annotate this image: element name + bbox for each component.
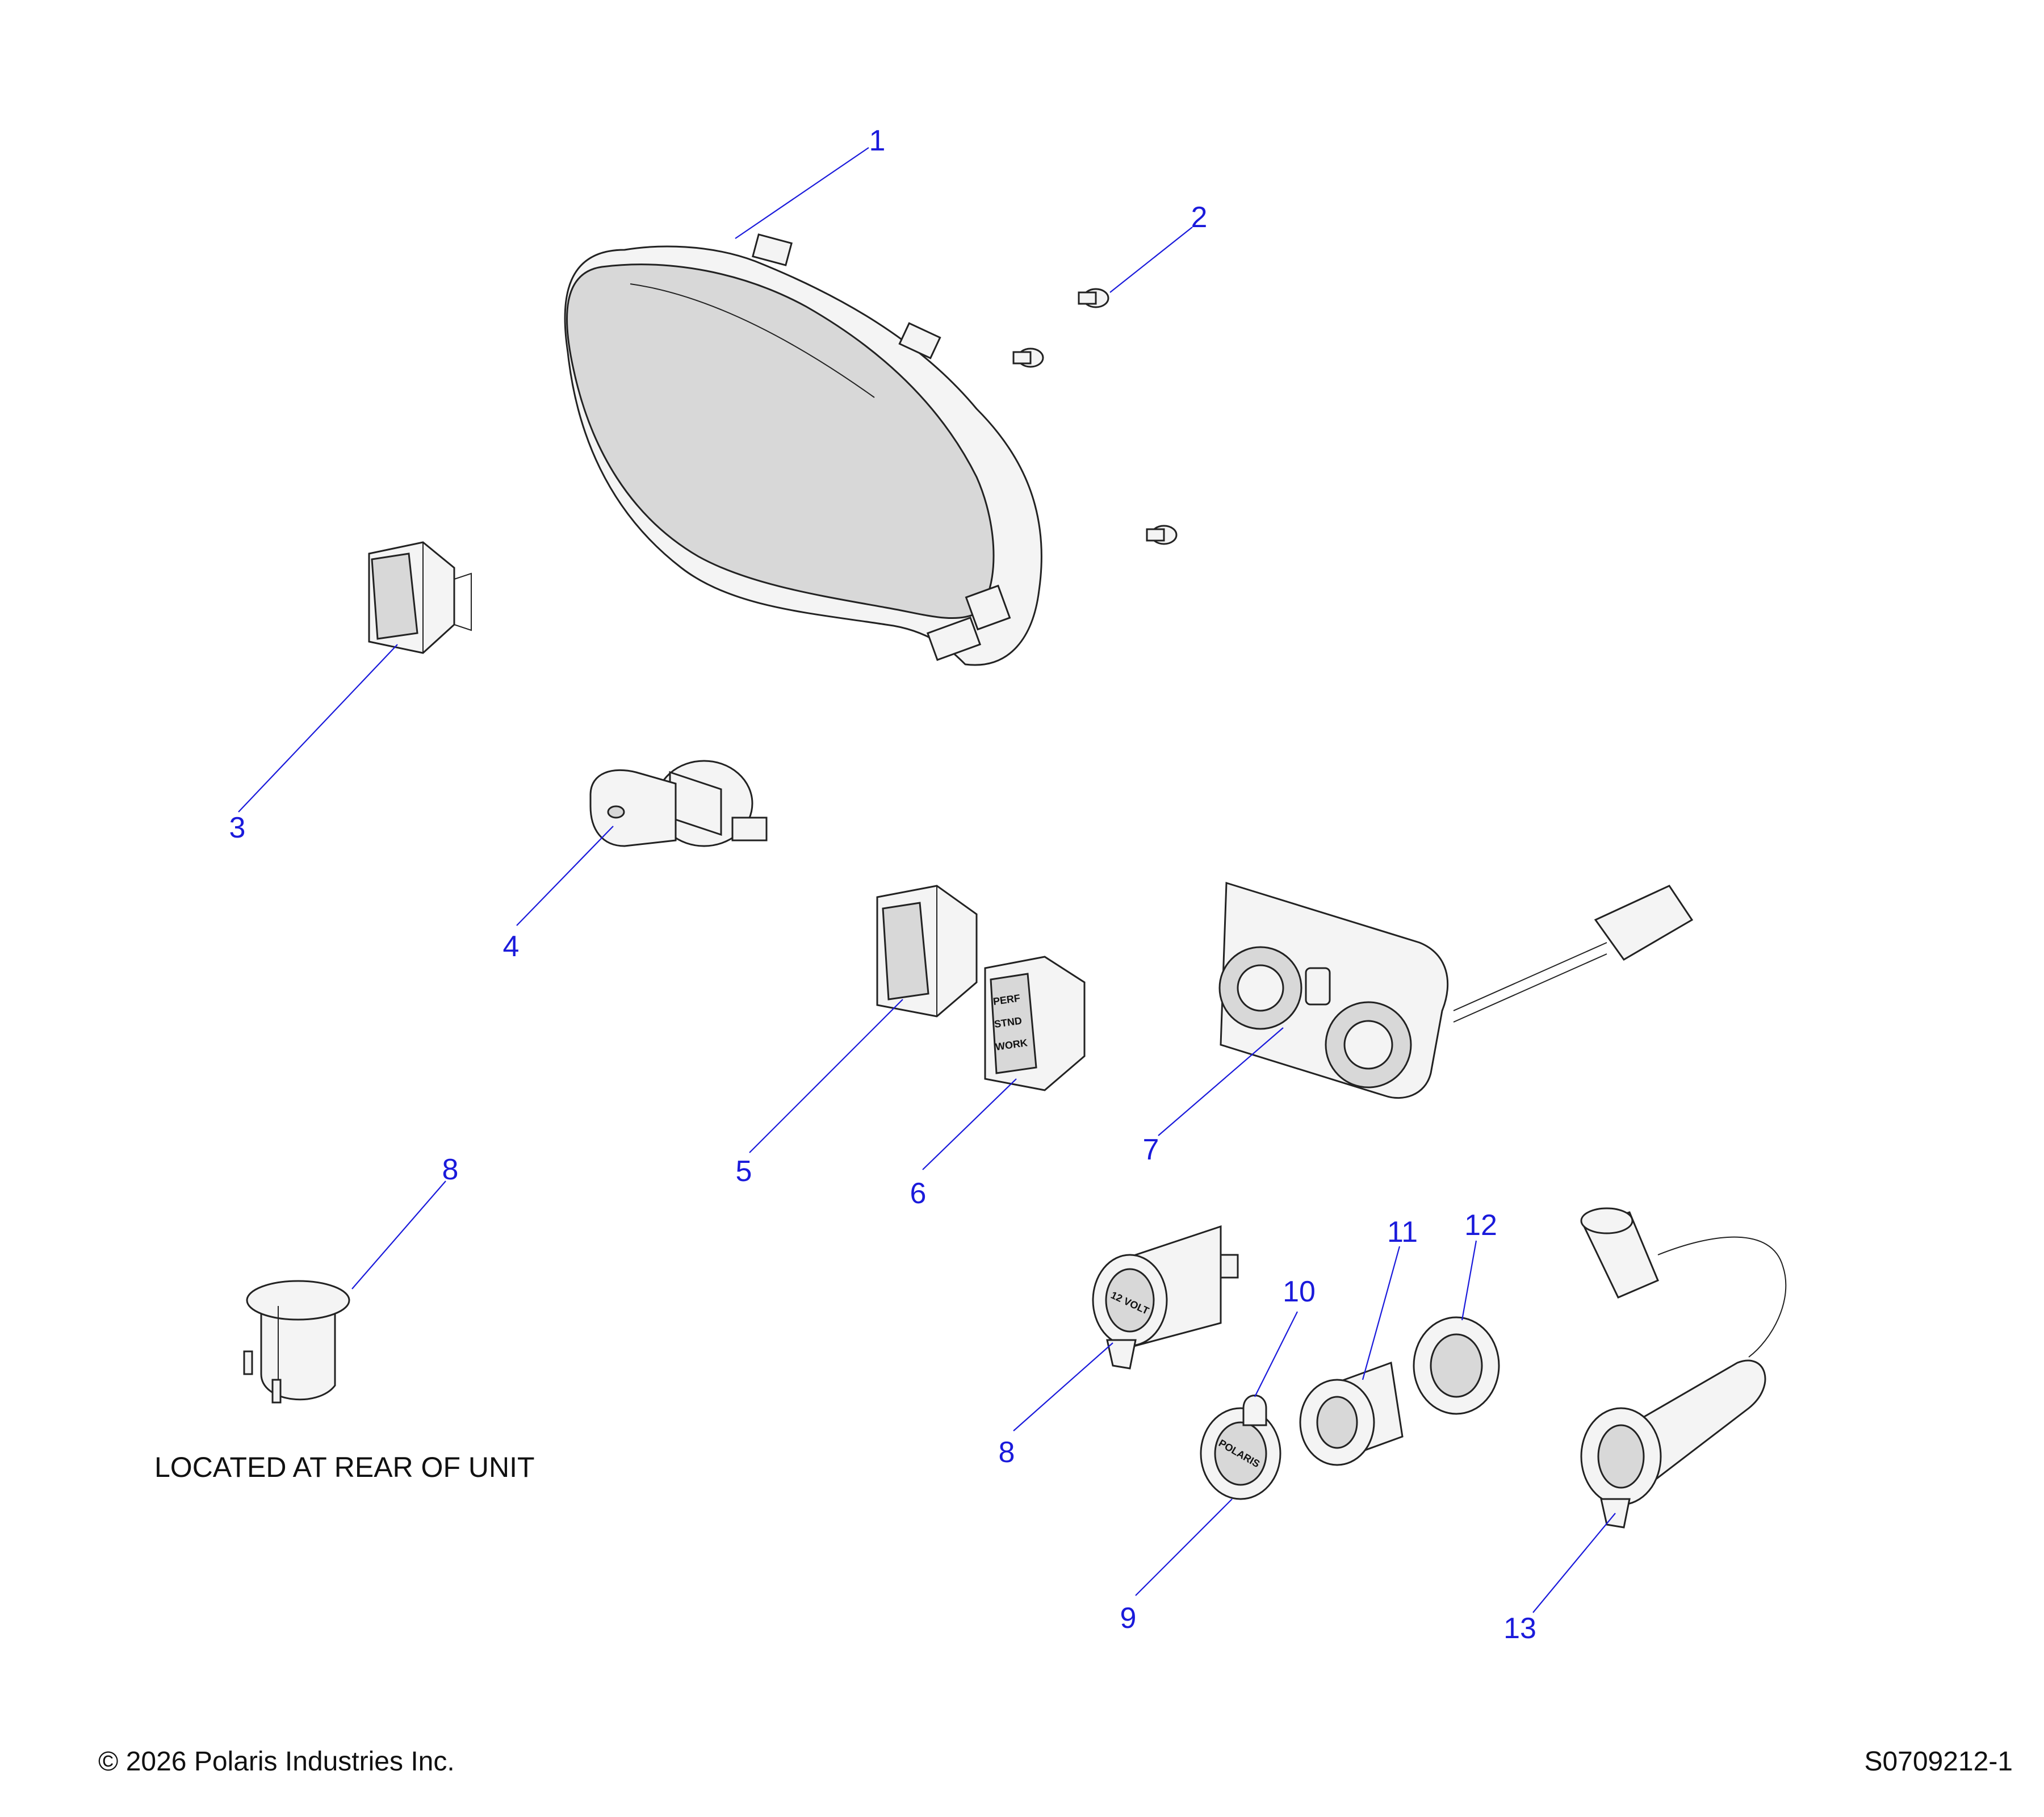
leader-12 [1461,1240,1477,1321]
instrument-cluster-part [564,233,1042,666]
callout-3: 3 [229,811,246,844]
leader-6 [922,1078,1017,1170]
outlet-socket-rear-8-part [243,1280,350,1404]
usb-charger-13-part [1580,1207,1787,1529]
callout-1: 1 [869,124,886,157]
callout-7: 7 [1142,1133,1159,1166]
leader-10 [1254,1311,1298,1397]
leader-8b [1013,1342,1113,1431]
callout-12: 12 [1464,1209,1497,1242]
leader-13 [1532,1513,1616,1613]
callout-5: 5 [735,1155,752,1188]
heater-control-panel-7-part [1218,881,1694,1099]
leader-3 [238,644,398,813]
callout-10: 10 [1283,1275,1316,1308]
rocker-switch-6-part: PERF STND WORK [984,956,1086,1091]
retaining-nut-12-part [1413,1316,1500,1415]
leader-11 [1362,1246,1401,1380]
leader-5 [749,999,903,1153]
callout-4: 4 [502,930,520,963]
callout-11: 11 [1387,1216,1418,1249]
cap-tab-10-part [1242,1395,1267,1426]
screw-middle [1012,348,1044,368]
screw-upper [1078,288,1109,308]
leader-7 [1158,1027,1284,1136]
callout-8a: 8 [442,1153,459,1186]
rocker-switch-3-part [368,541,472,654]
callout-2: 2 [1191,201,1208,234]
leader-9 [1135,1498,1233,1596]
leader-4 [516,826,614,926]
socket-body-11-part [1299,1361,1404,1466]
leader-1 [735,147,869,239]
callout-9: 9 [1120,1602,1137,1635]
rocker-switch-5-part [876,885,978,1018]
callout-13: 13 [1503,1612,1536,1645]
callout-6: 6 [910,1177,927,1210]
screw-lower [1146,525,1178,545]
ignition-switch-4-part [589,760,768,847]
cap-9-part: POLARIS [1200,1407,1281,1500]
leader-lines [238,147,1616,1613]
callout-8b: 8 [998,1436,1015,1469]
location-note: LOCATED AT REAR OF UNIT [154,1451,535,1483]
copyright-text: © 2026 Polaris Industries Inc. [98,1747,455,1777]
leader-8a [351,1180,446,1290]
drawing-number: S0709212-1 [1864,1747,2013,1777]
screw-parts [1012,288,1178,545]
outlet-12v-8-part: 12 VOLT [1092,1225,1239,1370]
leader-2 [1109,227,1193,293]
